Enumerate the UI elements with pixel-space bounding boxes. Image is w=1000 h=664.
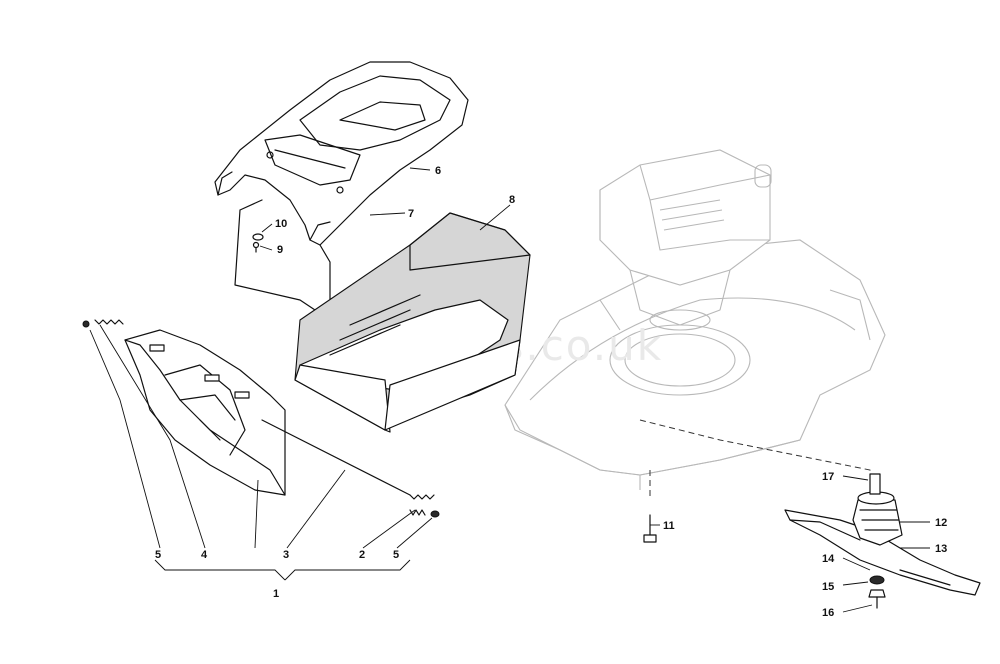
end-cap-left [82, 320, 90, 328]
blade-assembly [784, 473, 981, 609]
callout-7: 7 [408, 208, 414, 220]
callout-3: 3 [283, 549, 289, 561]
blade-axis-dashed-line [639, 419, 879, 500]
bag-top-cover [214, 61, 469, 246]
spring-right [409, 494, 435, 516]
callout-15: 15 [822, 581, 834, 593]
grass-bag [294, 212, 531, 433]
callout-10: 10 [275, 218, 287, 230]
fixing-screws [252, 233, 264, 253]
callout-4: 4 [201, 549, 208, 561]
callout-8: 8 [509, 194, 515, 206]
hinge-rod [261, 419, 411, 496]
callout-1: 1 [273, 588, 279, 600]
callout-labels: 6 7 8 10 9 5 4 3 2 5 1 11 17 12 13 14 15… [155, 165, 947, 619]
engine-ghost [599, 149, 772, 331]
callout-11: 11 [663, 520, 675, 532]
rear-flap [124, 329, 286, 496]
callout-2: 2 [359, 549, 365, 561]
callout-14: 14 [822, 553, 835, 565]
blade-bolt-left [643, 514, 657, 543]
callout-13: 13 [935, 543, 947, 555]
leader-lines [89, 167, 930, 613]
end-cap-right [430, 510, 440, 518]
callout-17: 17 [822, 471, 834, 483]
callout-6: 6 [435, 165, 441, 177]
callout-12: 12 [935, 517, 947, 529]
callout-9: 9 [277, 244, 283, 256]
spring-left [94, 319, 124, 325]
callout-16: 16 [822, 607, 834, 619]
callout-5-right: 5 [393, 549, 399, 561]
callout-5-left: 5 [155, 549, 161, 561]
